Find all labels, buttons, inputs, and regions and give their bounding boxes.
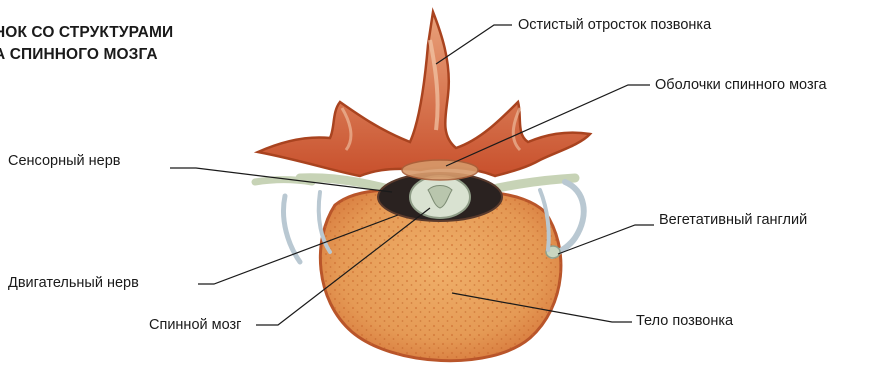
- label-sensory-nerve: Сенсорный нерв: [8, 152, 120, 170]
- vertebral-arch-shape: [258, 12, 590, 176]
- label-spinous-process: Остистый отросток позвонка: [518, 16, 711, 34]
- label-vertebral-body: Тело позвонка: [636, 312, 733, 330]
- label-spinal-cord: Спинной мозг: [149, 316, 241, 334]
- label-autonomic-ganglion: Вегетативный ганглий: [659, 211, 807, 229]
- label-meninges: Оболочки спинного мозга: [655, 76, 827, 94]
- label-motor-nerve: Двигательный нерв: [8, 274, 139, 292]
